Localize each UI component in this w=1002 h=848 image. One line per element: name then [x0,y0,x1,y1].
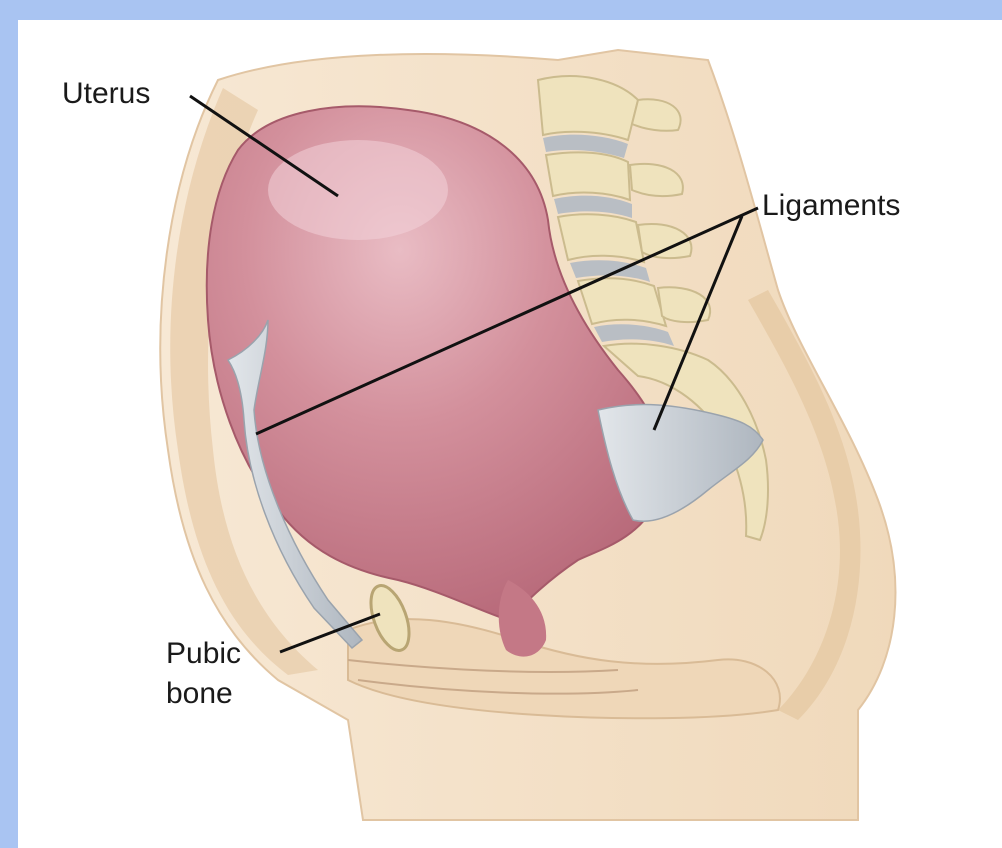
label-ligaments: Ligaments [762,188,900,224]
uterus-highlight [268,140,448,240]
label-uterus: Uterus [62,76,150,112]
label-pubic-bone-line1: Pubic [166,636,241,672]
vertebra [546,152,630,200]
anatomy-illustration [18,20,1002,848]
diagram-frame: Uterus Ligaments Pubic bone [18,20,1002,848]
vertebra [558,214,644,262]
vertebra [578,278,666,326]
label-pubic-bone-line2: bone [166,676,233,712]
